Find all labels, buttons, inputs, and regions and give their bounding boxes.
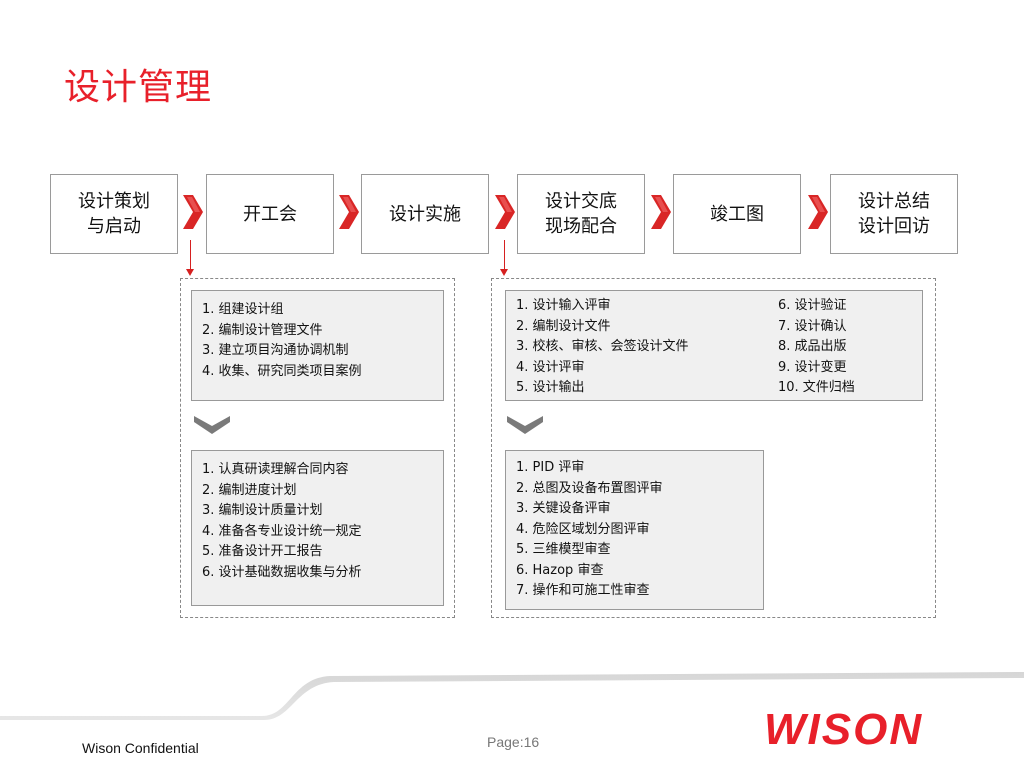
list-item: 1. 认真研读理解合同内容 bbox=[202, 462, 349, 477]
list-item: 4. 收集、研究同类项目案例 bbox=[202, 363, 362, 379]
list-item: 2. 编制设计管理文件 bbox=[202, 322, 323, 338]
step-as-built-drawing: 竣工图 bbox=[673, 174, 801, 254]
list-item: 2. 编制进度计划 bbox=[202, 482, 297, 498]
page-number: Page:16 bbox=[487, 734, 540, 750]
connector-line bbox=[190, 240, 191, 270]
list-item: 2. 总图及设备布置图评审 bbox=[516, 480, 663, 496]
wison-logo: WISON bbox=[764, 706, 923, 750]
step-kickoff-meeting: 开工会 bbox=[206, 174, 334, 254]
list-item: 2. 编制设计文件 bbox=[516, 318, 611, 334]
preparation-tasks-box: 1. 认真研读理解合同内容 2. 编制进度计划 3. 编制设计质量计划 4. 准… bbox=[191, 450, 444, 606]
confidential-label: Wison Confidential bbox=[82, 740, 199, 756]
svg-text:WISON: WISON bbox=[764, 706, 923, 750]
chevron-down-icon bbox=[194, 416, 230, 434]
list-item: 3. 编制设计质量计划 bbox=[202, 503, 323, 518]
chevron-down-icon bbox=[507, 416, 543, 434]
list-item: 4. 危险区域划分图评审 bbox=[516, 521, 650, 537]
list-item: 4. 准备各专业设计统一规定 bbox=[202, 523, 362, 539]
step-design-handover: 设计交底 现场配合 bbox=[517, 174, 645, 254]
list-item: 5. 三维模型审查 bbox=[516, 542, 611, 557]
page-title: 设计管理 bbox=[64, 67, 213, 108]
list-item: 1. 组建设计组 bbox=[202, 302, 284, 317]
step-design-summary: 设计总结 设计回访 bbox=[830, 174, 958, 254]
group-left bbox=[180, 278, 455, 618]
step-design-planning: 设计策划 与启动 bbox=[50, 174, 178, 254]
group-right bbox=[491, 278, 936, 618]
list-item: 5. 准备设计开工报告 bbox=[202, 544, 323, 559]
list-item: 8. 成品出版 bbox=[778, 339, 847, 354]
arrow-down-icon bbox=[186, 269, 194, 276]
chevron-right-icon bbox=[495, 195, 515, 229]
list-item: 5. 设计输出 bbox=[516, 380, 585, 395]
list-item: 3. 建立项目沟通协调机制 bbox=[202, 343, 349, 358]
arrow-down-icon bbox=[500, 269, 508, 276]
list-item: 10. 文件归档 bbox=[778, 380, 855, 395]
chevron-right-icon bbox=[808, 195, 828, 229]
list-item: 1. PID 评审 bbox=[516, 460, 585, 475]
list-item: 6. 设计基础数据收集与分析 bbox=[202, 564, 362, 580]
list-item: 9. 设计变更 bbox=[778, 359, 847, 375]
step-design-implementation: 设计实施 bbox=[361, 174, 489, 254]
list-item: 3. 关键设备评审 bbox=[516, 501, 611, 516]
connector-line bbox=[504, 240, 505, 270]
kickoff-tasks-box: 1. 组建设计组 2. 编制设计管理文件 3. 建立项目沟通协调机制 4. 收集… bbox=[191, 290, 444, 401]
chevron-right-icon bbox=[339, 195, 359, 229]
list-item: 7. 操作和可施工性审查 bbox=[516, 583, 650, 598]
implementation-tasks-box: 1. 设计输入评审 2. 编制设计文件 3. 校核、审核、会签设计文件 4. 设… bbox=[505, 290, 923, 401]
list-item: 6. 设计验证 bbox=[778, 298, 847, 313]
list-item: 7. 设计确认 bbox=[778, 318, 847, 334]
list-item: 3. 校核、审核、会签设计文件 bbox=[516, 339, 689, 354]
review-tasks-box: 1. PID 评审 2. 总图及设备布置图评审 3. 关键设备评审 4. 危险区… bbox=[505, 450, 764, 610]
footer-swoosh bbox=[0, 672, 1024, 768]
list-item: 4. 设计评审 bbox=[516, 359, 585, 375]
chevron-right-icon bbox=[651, 195, 671, 229]
list-item: 1. 设计输入评审 bbox=[516, 298, 611, 313]
chevron-right-icon bbox=[183, 195, 203, 229]
list-item: 6. Hazop 审查 bbox=[516, 562, 604, 578]
